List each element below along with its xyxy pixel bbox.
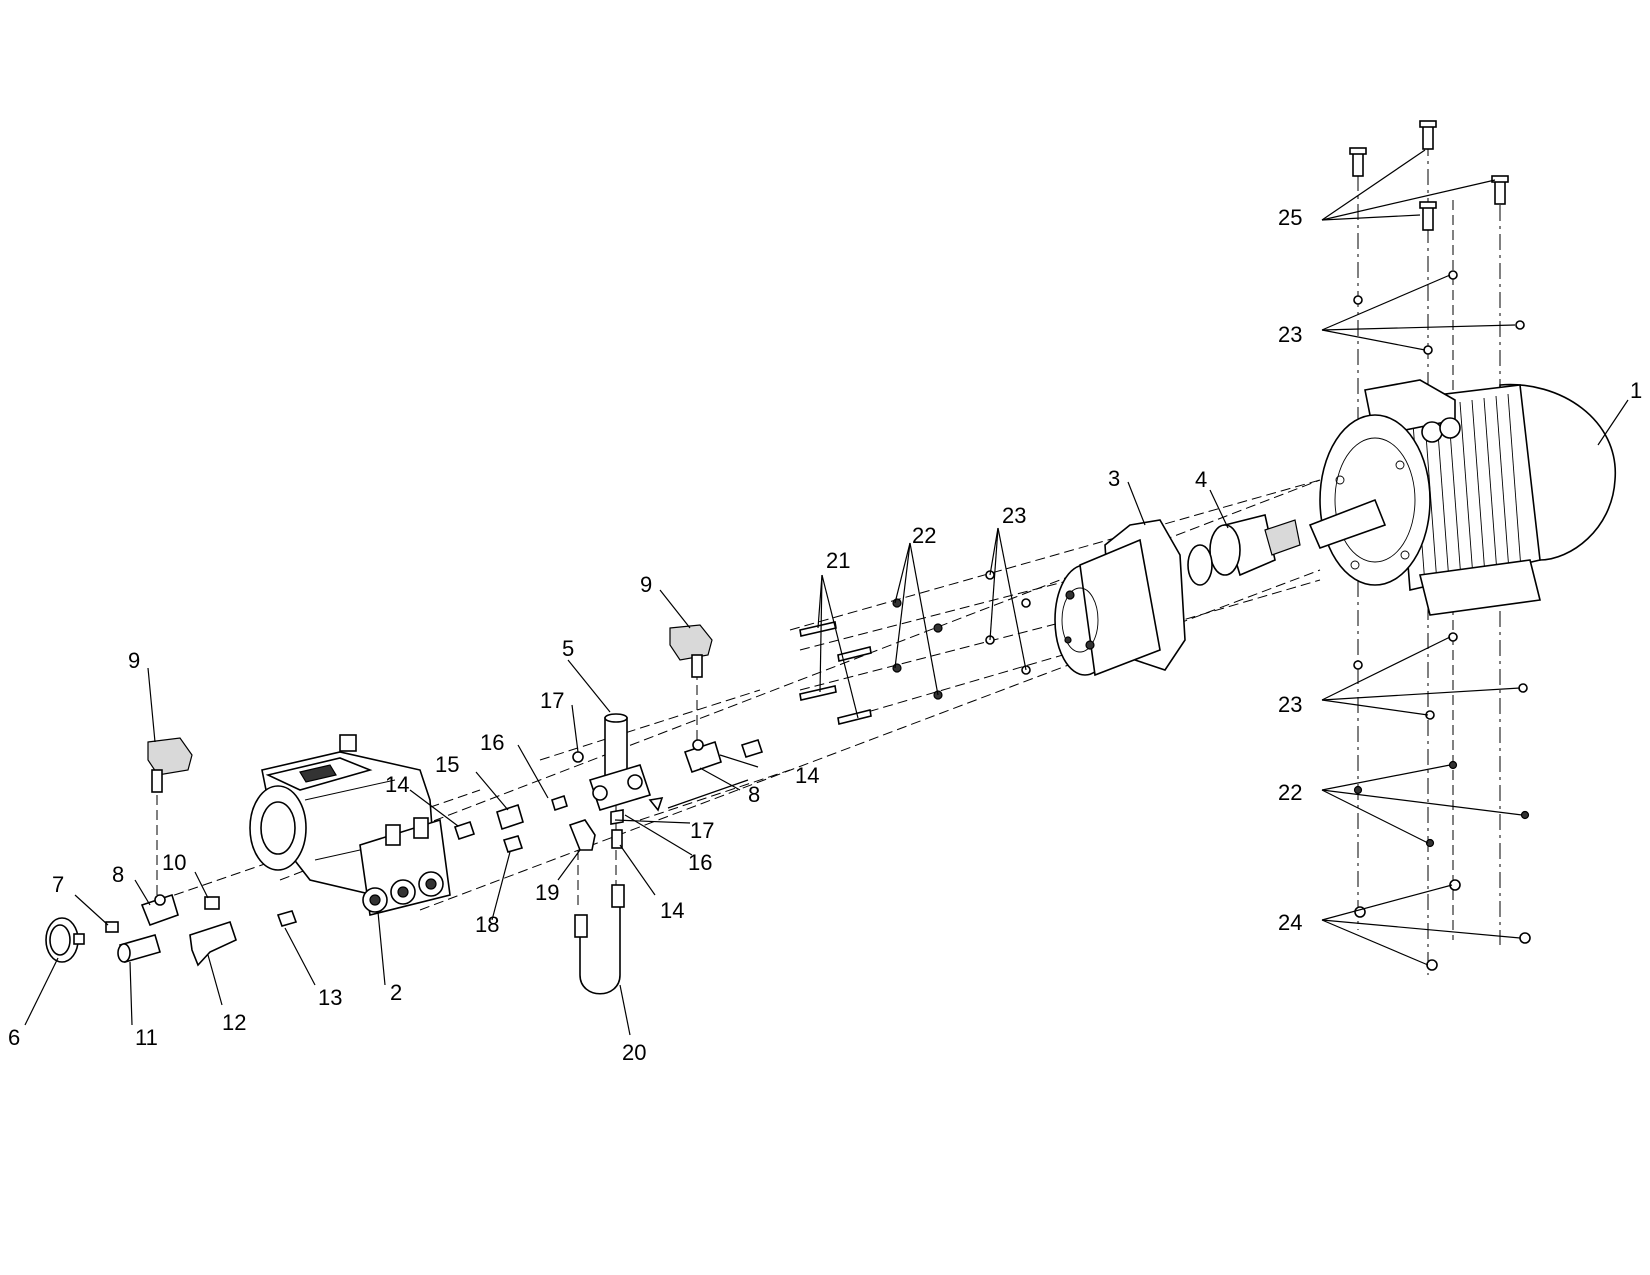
callout-22a: 22 xyxy=(912,523,936,548)
nipple-14b xyxy=(740,739,764,758)
unloader-valve xyxy=(588,713,652,811)
fitting-18 xyxy=(502,835,524,853)
callout-14a: 14 xyxy=(385,772,409,797)
bolts-21 xyxy=(799,621,872,725)
fitting-15 xyxy=(496,803,524,831)
fitting-16b xyxy=(610,809,624,825)
callout-8b: 8 xyxy=(748,782,760,807)
callout-4: 4 xyxy=(1195,467,1207,492)
callout-14b: 14 xyxy=(795,763,819,788)
callout-17a: 17 xyxy=(540,688,564,713)
cap-17b xyxy=(648,796,664,812)
fitting-7 xyxy=(105,921,119,933)
callout-23c: 23 xyxy=(1278,692,1302,717)
tee-fitting-left xyxy=(140,893,179,927)
callout-21: 21 xyxy=(826,548,850,573)
hose-20 xyxy=(579,895,621,995)
plug-17a xyxy=(572,751,584,763)
callout-10: 10 xyxy=(162,850,186,875)
callout-7: 7 xyxy=(52,872,64,897)
callout-13: 13 xyxy=(318,985,342,1010)
nipple-14a xyxy=(453,820,476,841)
callout-11: 11 xyxy=(135,1025,158,1050)
callout-23b: 23 xyxy=(1278,322,1302,347)
motor-bolts-25 xyxy=(1349,120,1509,231)
callout-9b: 9 xyxy=(640,572,652,597)
callout-9a: 9 xyxy=(128,648,140,673)
nipple-14c xyxy=(611,829,623,849)
pump-body xyxy=(249,734,451,916)
callout-22b: 22 xyxy=(1278,780,1302,805)
handle-right xyxy=(669,624,713,678)
callout-24: 24 xyxy=(1278,910,1302,935)
callout-6: 6 xyxy=(8,1025,20,1050)
tee-fitting-right xyxy=(683,739,722,774)
fitting-16a xyxy=(551,794,568,812)
pressure-gauge xyxy=(45,917,85,963)
leader-lines xyxy=(24,149,1629,1036)
fitting-13 xyxy=(276,910,298,927)
callout-23a: 23 xyxy=(1002,503,1026,528)
callout-16a: 16 xyxy=(480,730,504,755)
callout-20: 20 xyxy=(622,1040,646,1065)
callout-12: 12 xyxy=(222,1010,246,1035)
fitting-10 xyxy=(204,896,220,910)
electric-motor xyxy=(1308,379,1616,616)
handle-left xyxy=(147,737,193,793)
callout-19: 19 xyxy=(535,880,559,905)
callout-16b: 16 xyxy=(688,850,712,875)
callout-3: 3 xyxy=(1108,466,1120,491)
callout-18: 18 xyxy=(475,912,499,937)
elbow-19 xyxy=(568,819,596,851)
callout-14c: 14 xyxy=(660,898,684,923)
shaft-coupling xyxy=(1187,514,1301,586)
filter-12 xyxy=(189,920,237,967)
callout-17b: 17 xyxy=(690,818,714,843)
washers-22-23-front xyxy=(892,570,1031,700)
bell-housing xyxy=(1054,519,1186,677)
callout-8a: 8 xyxy=(112,862,124,887)
motor-washers-nuts xyxy=(1353,270,1531,971)
callout-5: 5 xyxy=(562,636,574,661)
callout-1: 1 xyxy=(1630,378,1642,403)
callout-15: 15 xyxy=(435,752,459,777)
callout-25: 25 xyxy=(1278,205,1302,230)
callout-labels: 1 2 3 4 5 6 7 8 8 9 9 10 11 12 13 14 14 … xyxy=(8,205,1642,1065)
callout-2: 2 xyxy=(390,980,402,1005)
